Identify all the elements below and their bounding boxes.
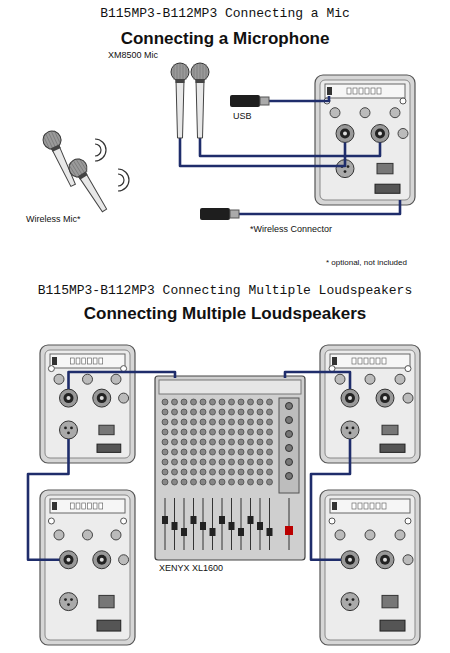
cable bbox=[180, 138, 345, 166]
cable bbox=[28, 439, 69, 560]
mixer-drawing bbox=[155, 376, 305, 560]
wireless-wave bbox=[118, 169, 129, 191]
section-heading: Connecting Multiple Loudspeakers bbox=[0, 304, 450, 324]
speaker-panel bbox=[320, 490, 420, 645]
speaker-panel bbox=[315, 75, 415, 205]
cable bbox=[285, 372, 350, 389]
speaker-panel bbox=[40, 490, 135, 645]
microphone bbox=[171, 63, 189, 138]
cable bbox=[69, 372, 176, 389]
callout-label: * optional, not included bbox=[326, 258, 407, 267]
title-text: B115MP3-B112MP3 Connecting a Mic bbox=[0, 6, 450, 21]
speaker-panel bbox=[40, 345, 135, 463]
section-heading: B115MP3-B112MP3 Connecting Multiple Loud… bbox=[0, 283, 450, 298]
cable bbox=[269, 96, 329, 101]
microphone bbox=[40, 128, 81, 189]
speaker-panel bbox=[320, 345, 420, 463]
cable bbox=[200, 138, 380, 156]
cable bbox=[311, 439, 350, 560]
usb-stick bbox=[200, 208, 239, 220]
mixer-box: XENYX XL1600 bbox=[155, 376, 305, 575]
callout-label: Wireless Mic* bbox=[26, 214, 81, 224]
wireless-wave bbox=[118, 174, 124, 186]
wireless-wave bbox=[95, 144, 101, 156]
microphone bbox=[66, 156, 113, 216]
usb-stick bbox=[230, 95, 269, 107]
cable bbox=[239, 200, 400, 214]
wireless-wave bbox=[95, 139, 106, 161]
callout-label: XM8500 Mic bbox=[108, 50, 158, 60]
callout-label: USB bbox=[233, 111, 252, 121]
callout-label: *Wireless Connector bbox=[250, 224, 332, 234]
device-name: XENYX XL1600 bbox=[159, 563, 223, 573]
section-heading: Connecting a Microphone bbox=[0, 29, 450, 49]
microphone bbox=[191, 63, 209, 138]
